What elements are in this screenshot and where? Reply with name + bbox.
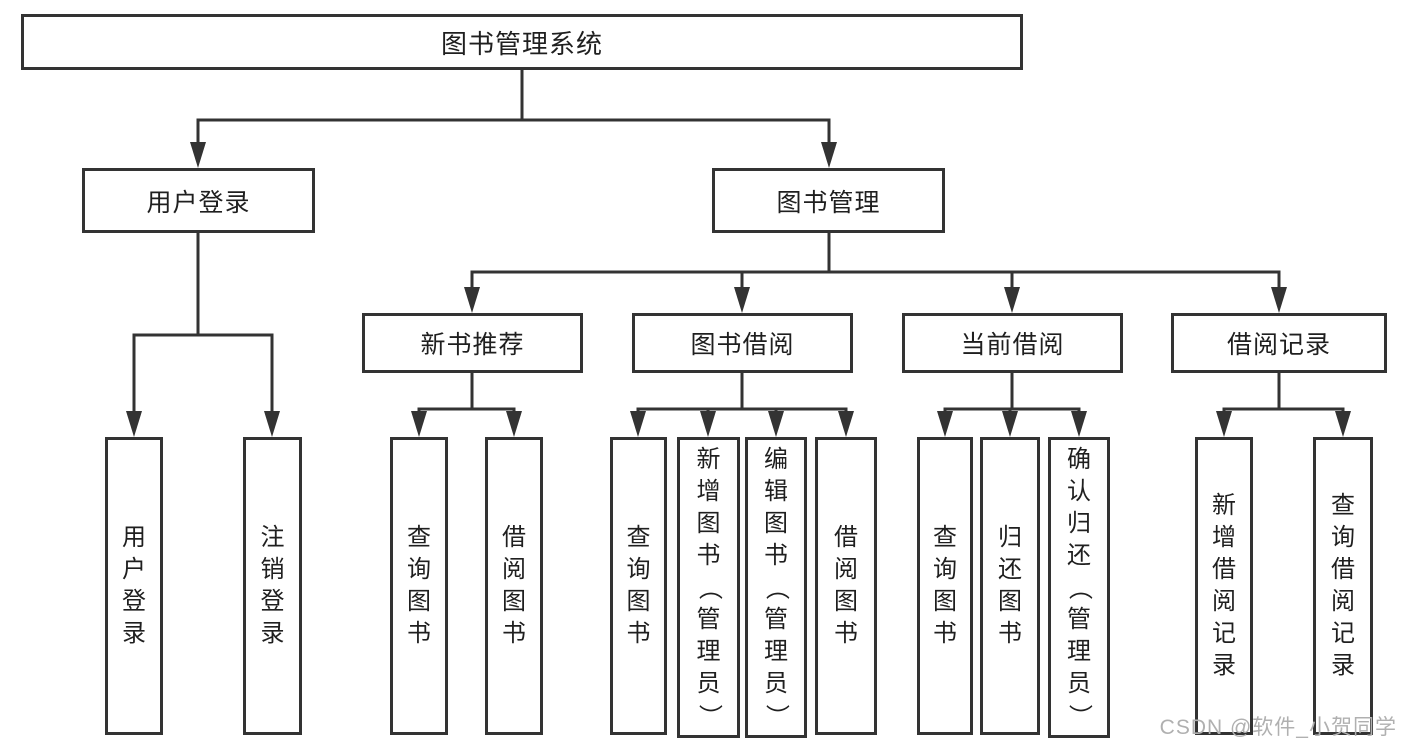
node-book-management: 图书管理 (712, 168, 945, 233)
leaf-query-books-borrow: 查询图书 (610, 437, 667, 735)
node-current-borrow-label: 当前借阅 (960, 331, 1065, 359)
node-book-borrow-label: 图书借阅 (690, 331, 795, 359)
node-book-management-label: 图书管理 (776, 188, 881, 217)
leaf-query-borrow-record: 查询借阅记录 (1313, 437, 1373, 735)
node-user-login-label: 用户登录 (146, 188, 251, 217)
node-current-borrow: 当前借阅 (902, 313, 1123, 373)
node-new-book-recommend-label: 新书推荐 (420, 331, 525, 359)
leaf-add-books-admin: 新增图书（管理员） (677, 437, 740, 738)
edge-book-management-children (470, 231, 1281, 291)
watermark: CSDN @软件_小贺同学 (1159, 716, 1397, 739)
node-root: 图书管理系统 (21, 14, 1023, 70)
leaf-query-books-recommend: 查询图书 (390, 437, 448, 735)
leaf-user-login: 用户登录 (105, 437, 163, 735)
leaf-borrow-books-recommend: 借阅图书 (485, 437, 543, 735)
node-root-label: 图书管理系统 (440, 28, 603, 59)
leaf-add-borrow-record: 新增借阅记录 (1195, 437, 1253, 735)
edge-book-borrow-children (636, 371, 848, 415)
leaf-query-books-current: 查询图书 (917, 437, 973, 735)
leaf-confirm-return-admin: 确认归还（管理员） (1048, 437, 1110, 738)
edge-borrow-records-children (1222, 371, 1345, 415)
node-new-book-recommend: 新书推荐 (362, 313, 583, 373)
arrowheads (126, 142, 1351, 437)
node-borrow-records: 借阅记录 (1171, 313, 1387, 373)
leaf-edit-books-admin: 编辑图书（管理员） (745, 437, 807, 738)
edge-user-login-children (132, 231, 274, 415)
node-book-borrow: 图书借阅 (632, 313, 853, 373)
node-user-login: 用户登录 (82, 168, 315, 233)
node-borrow-records-label: 借阅记录 (1226, 331, 1331, 359)
edge-new-book-children (417, 371, 516, 415)
edge-root-to-level2 (196, 68, 831, 146)
leaf-logout: 注销登录 (243, 437, 302, 735)
edge-current-borrow-children (943, 371, 1081, 415)
leaf-borrow-books: 借阅图书 (815, 437, 877, 735)
leaf-return-books: 归还图书 (980, 437, 1040, 735)
